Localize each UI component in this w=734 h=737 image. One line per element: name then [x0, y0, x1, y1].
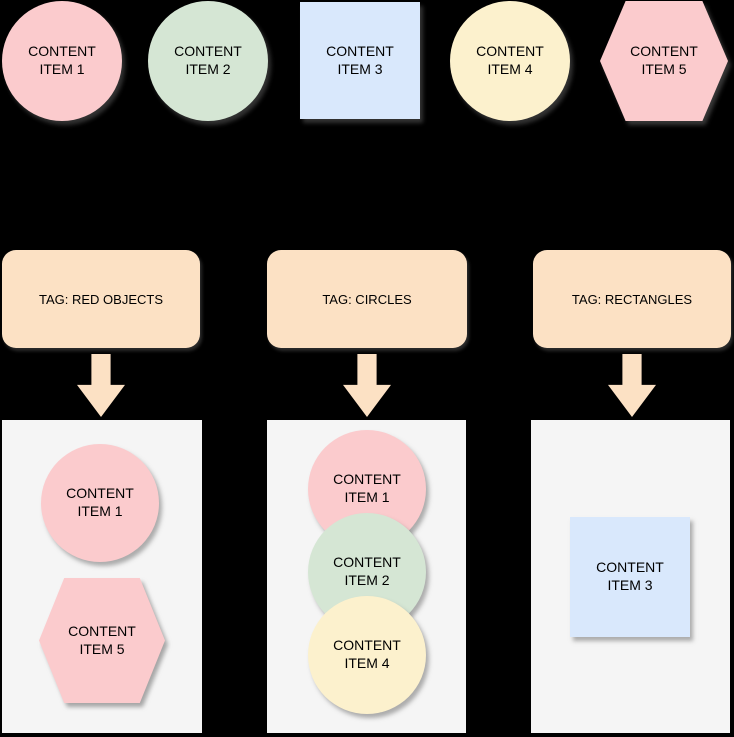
content-item-1-label: CONTENT ITEM 1 [28, 43, 96, 77]
container-red-objects: CONTENT ITEM 1 CONTENT ITEM 5 [2, 420, 202, 733]
down-arrow-icon [77, 354, 125, 417]
container-rectangles: CONTENT ITEM 3 [531, 420, 730, 733]
grouped-content-item-5-node: CONTENT ITEM 5 [39, 578, 165, 703]
down-arrow-icon [343, 354, 391, 417]
grouped-content-item-1-label: CONTENT ITEM 1 [333, 471, 401, 505]
content-item-3-node: CONTENT ITEM 3 [300, 2, 420, 119]
grouped-content-item-1-label: CONTENT ITEM 1 [66, 485, 134, 519]
tag-red-objects-label: TAG: RED OBJECTS [39, 291, 163, 307]
content-item-4-label: CONTENT ITEM 4 [476, 43, 544, 77]
tag-red-objects: TAG: RED OBJECTS [2, 250, 200, 348]
content-item-5-node: CONTENT ITEM 5 [600, 1, 728, 121]
tag-rectangles-label: TAG: RECTANGLES [571, 291, 693, 307]
grouped-content-item-3-label: CONTENT ITEM 3 [596, 559, 664, 593]
tag-circles: TAG: CIRCLES [267, 250, 467, 348]
tag-rectangles: TAG: RECTANGLES [533, 250, 731, 348]
content-item-1-node: CONTENT ITEM 1 [2, 1, 122, 121]
tag-circles-label: TAG: CIRCLES [322, 291, 412, 307]
content-item-5-label: CONTENT ITEM 5 [630, 43, 698, 77]
grouped-content-item-4-label: CONTENT ITEM 4 [333, 637, 401, 671]
grouped-content-item-3-node: CONTENT ITEM 3 [570, 517, 690, 637]
hexagon-shape: CONTENT ITEM 5 [39, 578, 165, 703]
hexagon-shape: CONTENT ITEM 5 [600, 1, 728, 121]
content-item-2-label: CONTENT ITEM 2 [174, 43, 242, 77]
down-arrow-icon [608, 354, 656, 417]
grouped-content-item-5-label: CONTENT ITEM 5 [68, 622, 136, 657]
grouped-content-item-1-node: CONTENT ITEM 1 [41, 444, 159, 562]
grouped-content-item-4-node: CONTENT ITEM 4 [308, 596, 426, 714]
content-item-4-node: CONTENT ITEM 4 [450, 1, 570, 121]
content-item-3-label: CONTENT ITEM 3 [326, 42, 394, 77]
content-item-2-node: CONTENT ITEM 2 [148, 1, 268, 121]
grouped-content-item-2-label: CONTENT ITEM 2 [333, 554, 401, 588]
container-circles: CONTENT ITEM 1 CONTENT ITEM 2 CONTENT IT… [267, 420, 466, 733]
